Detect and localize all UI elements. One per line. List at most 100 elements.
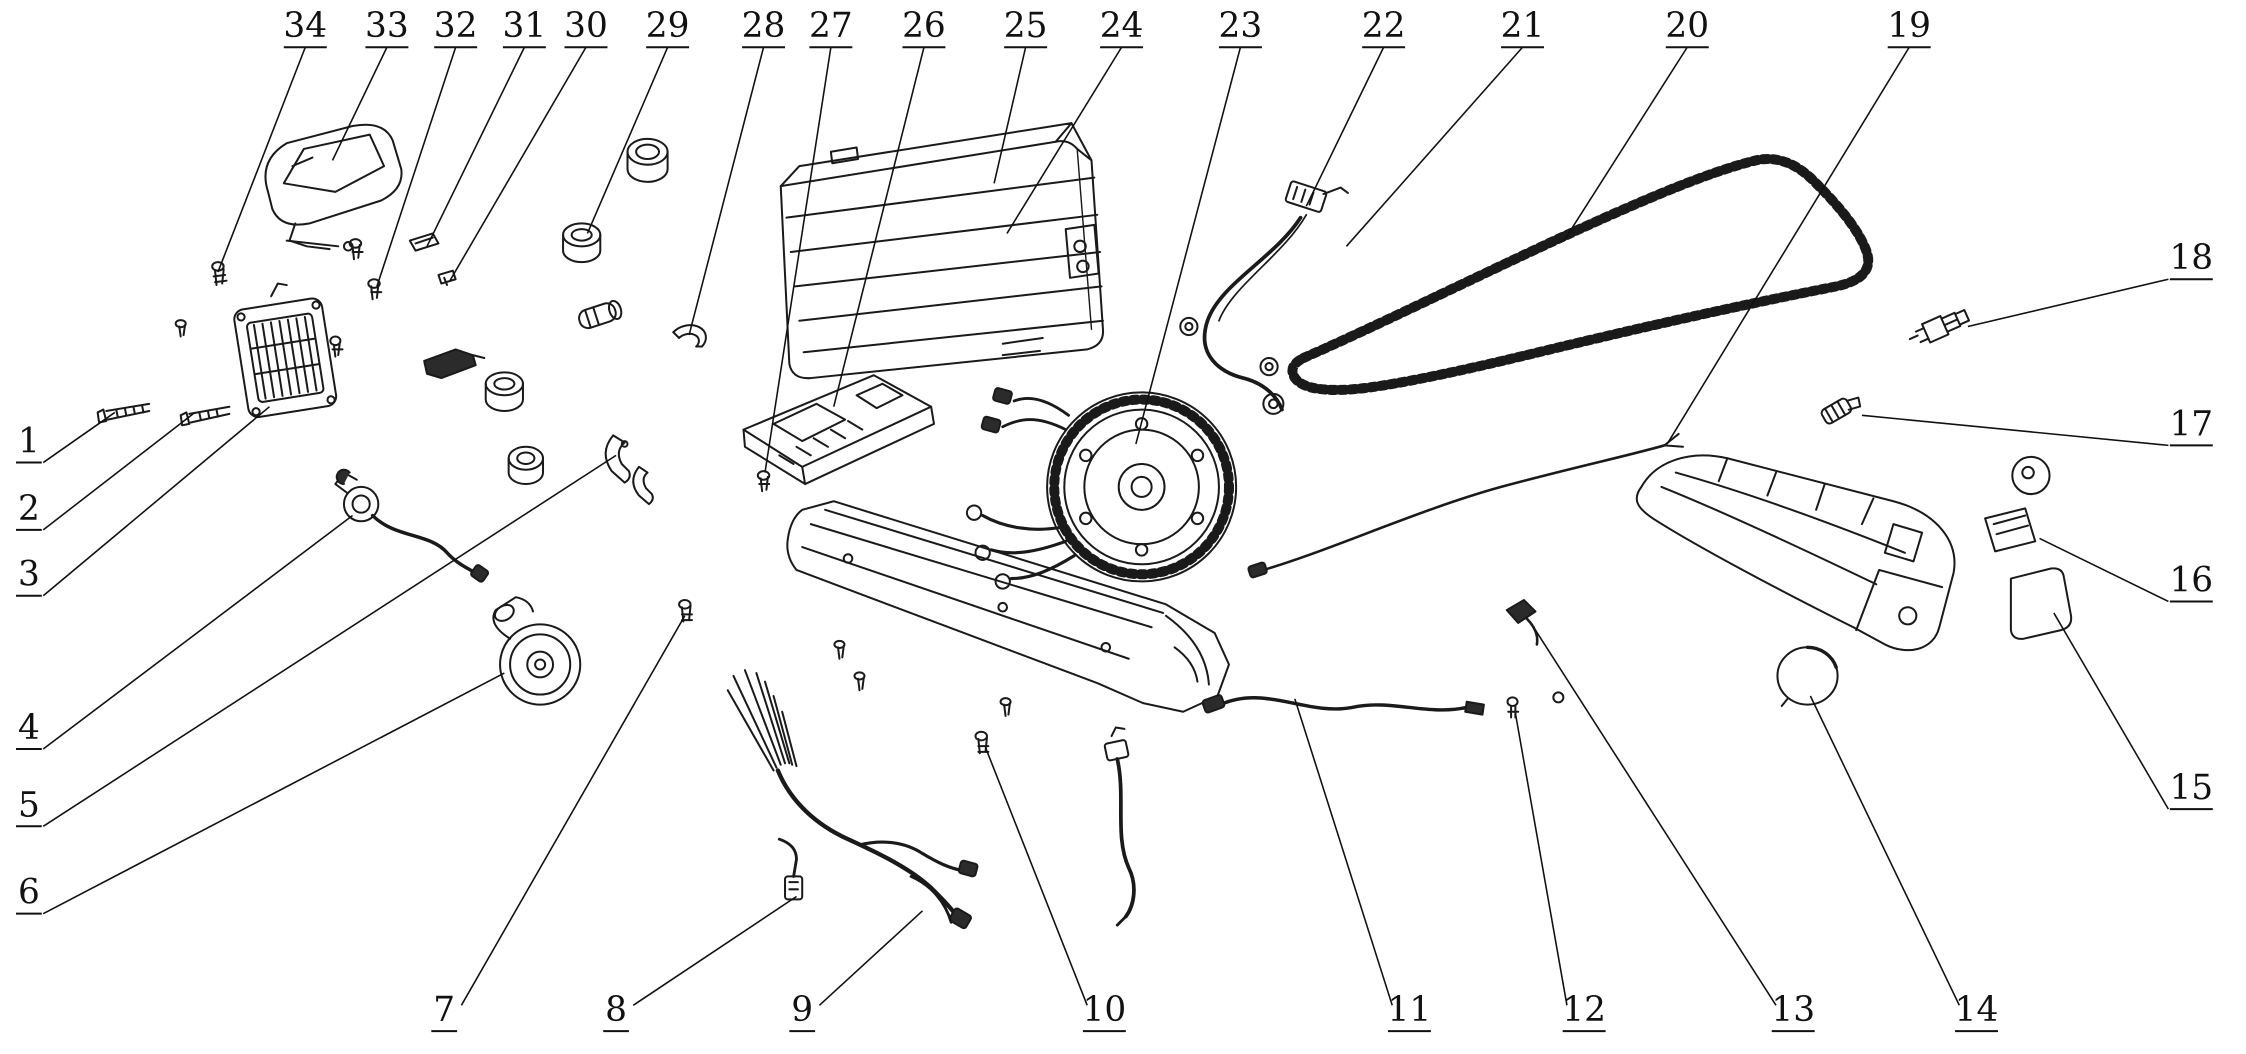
part-swingarm bbox=[1635, 454, 1956, 652]
callout-5: 5 bbox=[16, 454, 617, 828]
callout-number-20: 20 bbox=[1665, 6, 1709, 46]
callout-1: 1 bbox=[16, 411, 116, 464]
leader-line-19 bbox=[1666, 46, 1910, 445]
leader-line-2 bbox=[42, 411, 196, 531]
leader-line-32 bbox=[376, 47, 457, 287]
part-screw-1 bbox=[96, 402, 151, 424]
leader-line-15 bbox=[2053, 612, 2170, 810]
part-sensor-13 bbox=[1505, 599, 1539, 646]
callout-number-33: 33 bbox=[365, 6, 409, 46]
part-cable-plug bbox=[1103, 726, 1136, 927]
callout-30: 30 bbox=[449, 6, 608, 282]
part-screw-10 bbox=[974, 730, 990, 755]
callout-21: 21 bbox=[1345, 6, 1545, 247]
callout-number-10: 10 bbox=[1083, 990, 1127, 1030]
leader-line-4 bbox=[42, 514, 354, 750]
leader-line-10 bbox=[984, 747, 1088, 1006]
part-washer-a bbox=[1259, 357, 1279, 377]
callout-11: 11 bbox=[1294, 698, 1432, 1033]
part-connector-22 bbox=[1284, 180, 1349, 213]
leader-line-27 bbox=[764, 47, 832, 473]
callout-6: 6 bbox=[16, 672, 505, 915]
callout-13: 13 bbox=[1534, 629, 1815, 1033]
part-screw-b1 bbox=[833, 639, 846, 660]
callout-number-7: 7 bbox=[433, 990, 455, 1030]
callout-number-12: 12 bbox=[1562, 990, 1606, 1030]
callout-20: 20 bbox=[1563, 6, 1709, 242]
callout-23: 23 bbox=[1135, 6, 1262, 445]
leader-line-25 bbox=[993, 47, 1027, 184]
callout-27: 27 bbox=[764, 6, 853, 473]
leader-line-13 bbox=[1534, 629, 1777, 1006]
leader-line-3 bbox=[42, 406, 270, 597]
leader-line-26 bbox=[832, 47, 925, 407]
part-screw-b2 bbox=[853, 671, 866, 692]
part-screw-34 bbox=[211, 261, 228, 286]
leader-line-11 bbox=[1294, 698, 1393, 1006]
callout-34: 34 bbox=[217, 6, 327, 273]
part-plate-15 bbox=[2009, 567, 2073, 640]
part-ring-28 bbox=[672, 324, 707, 348]
leader-line-9 bbox=[818, 910, 924, 1006]
callout-number-13: 13 bbox=[1771, 990, 1815, 1030]
leader-line-33 bbox=[331, 46, 388, 161]
callout-number-6: 6 bbox=[18, 873, 40, 913]
callout-31: 31 bbox=[426, 6, 546, 247]
callout-number-29: 29 bbox=[646, 6, 690, 46]
part-washer-b bbox=[1179, 316, 1199, 337]
leader-line-1 bbox=[42, 411, 116, 464]
leader-line-24 bbox=[1006, 46, 1123, 234]
part-chain-guard bbox=[786, 500, 1230, 713]
part-spark-plug-18 bbox=[1908, 309, 1970, 344]
part-control-board bbox=[742, 374, 935, 486]
part-horn bbox=[492, 596, 582, 706]
leader-line-12 bbox=[1514, 713, 1568, 1006]
callout-number-26: 26 bbox=[902, 6, 946, 46]
callout-number-14: 14 bbox=[1955, 990, 1999, 1030]
callout-number-30: 30 bbox=[564, 6, 608, 46]
callout-10: 10 bbox=[984, 747, 1127, 1033]
callout-number-15: 15 bbox=[2169, 768, 2213, 808]
callout-number-17: 17 bbox=[2169, 404, 2213, 444]
part-plug-17 bbox=[1820, 396, 1862, 425]
leader-line-16 bbox=[2039, 537, 2169, 603]
callout-19: 19 bbox=[1666, 6, 1931, 445]
callout-8: 8 bbox=[603, 895, 797, 1033]
callout-3: 3 bbox=[16, 406, 270, 597]
part-grommet bbox=[2011, 455, 2051, 496]
part-sensor-cable bbox=[334, 468, 490, 583]
part-bushing-29 bbox=[562, 222, 602, 264]
callout-number-21: 21 bbox=[1501, 6, 1545, 46]
callout-22: 22 bbox=[1305, 6, 1406, 207]
callout-24: 24 bbox=[1006, 6, 1143, 234]
part-bracket-31 bbox=[408, 232, 440, 252]
part-battery-box bbox=[779, 122, 1105, 380]
leader-line-17 bbox=[1861, 414, 2169, 447]
part-screw-sm-a bbox=[348, 238, 364, 261]
part-cable-21 bbox=[1202, 180, 1349, 412]
part-cable-19 bbox=[1247, 432, 1684, 579]
callout-number-4: 4 bbox=[18, 708, 40, 748]
part-bushing-top bbox=[626, 137, 669, 183]
callout-number-3: 3 bbox=[18, 555, 40, 595]
callout-17: 17 bbox=[1861, 404, 2213, 447]
callout-number-11: 11 bbox=[1388, 990, 1432, 1030]
leader-line-23 bbox=[1135, 47, 1242, 445]
callout-number-18: 18 bbox=[2169, 238, 2213, 278]
leader-line-14 bbox=[1809, 695, 1961, 1006]
callout-18: 18 bbox=[1967, 238, 2213, 328]
part-screw-32 bbox=[367, 278, 383, 301]
leader-line-31 bbox=[426, 46, 526, 247]
leader-line-34 bbox=[217, 46, 307, 273]
leader-line-5 bbox=[42, 454, 617, 827]
part-screw-27 bbox=[756, 470, 771, 493]
callout-number-25: 25 bbox=[1004, 6, 1048, 46]
part-plate-16 bbox=[1984, 507, 2037, 553]
part-clamp bbox=[604, 434, 654, 506]
callout-number-1: 1 bbox=[18, 422, 40, 462]
callout-29: 29 bbox=[586, 6, 690, 234]
callout-number-9: 9 bbox=[791, 990, 813, 1030]
callout-number-22: 22 bbox=[1362, 6, 1406, 46]
